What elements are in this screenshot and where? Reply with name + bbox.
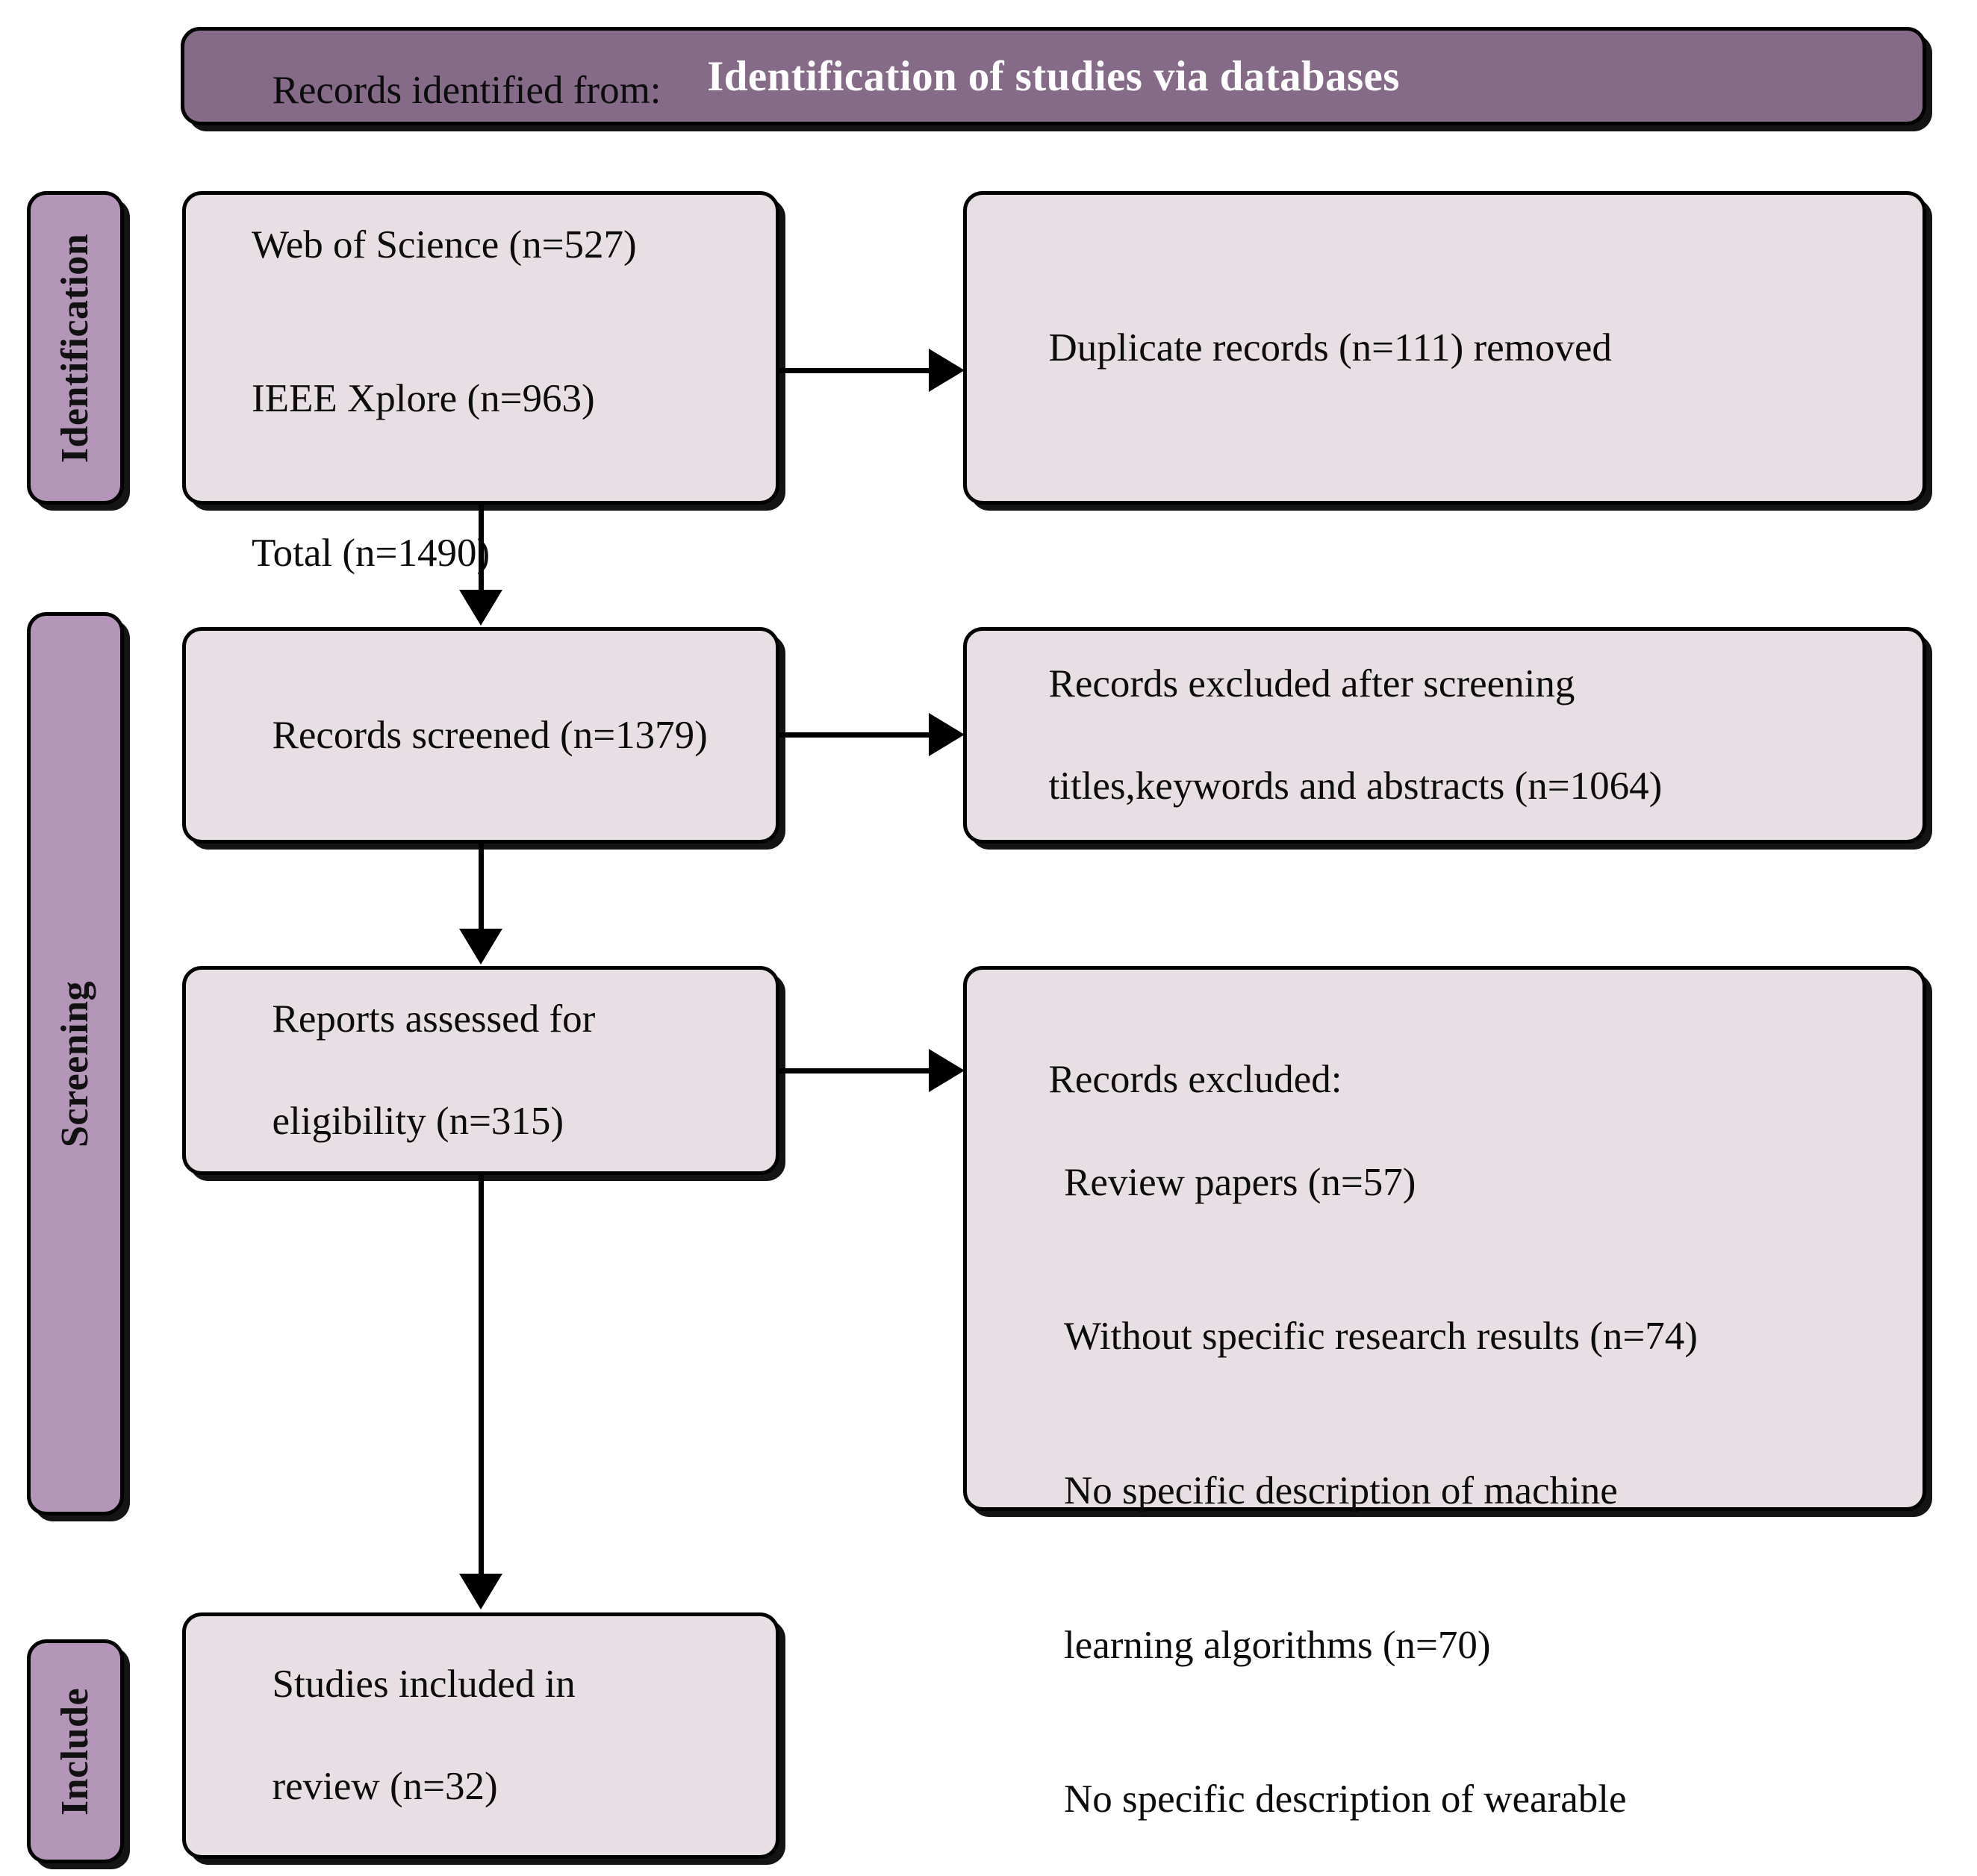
stage-bar-identification: Identification — [27, 191, 124, 505]
stage-bar-include: Include — [27, 1639, 124, 1863]
records-excluded-item-3a: No specific description of machine — [1064, 1469, 1618, 1513]
duplicates-removed-text: Duplicate records (n=111) removed — [967, 271, 1922, 426]
records-identified-line2: Web of Science (n=527) — [252, 222, 637, 267]
header-bar: Identification of studies via databases — [181, 27, 1926, 125]
box-records-excluded-detail: Records excluded: Review papers (n=57) W… — [963, 966, 1926, 1821]
reports-assessed-text: Reports assessed for eligibility (n=315) — [186, 942, 776, 1199]
reports-assessed-line2: eligibility (n=315) — [272, 1100, 564, 1144]
records-identified-line3: IEEE Xplore (n=963) — [252, 377, 595, 421]
records-excluded-item-4a: No specific description of wearable — [1064, 1777, 1627, 1822]
box-records-excluded-screening: Records excluded after screening titles,… — [963, 627, 1926, 844]
studies-included-text: Studies included in review (n=32) — [186, 1607, 776, 1864]
connector-screened-to-assessed — [479, 844, 484, 953]
box-duplicates-removed: Duplicate records (n=111) removed — [963, 191, 1926, 505]
arrowhead-identified-to-screened — [459, 590, 502, 626]
records-excluded-item-3b: learning algorithms (n=70) — [1064, 1623, 1491, 1667]
duplicates-removed-line: Duplicate records (n=111) removed — [1048, 325, 1612, 370]
reports-assessed-line1: Reports assessed for — [272, 997, 596, 1041]
records-excluded-screening-line1: Records excluded after screening — [1048, 661, 1575, 705]
connector-identified-to-screened — [479, 505, 484, 614]
box-reports-assessed: Reports assessed for eligibility (n=315) — [182, 966, 779, 1175]
box-studies-included: Studies included in review (n=32) — [182, 1612, 779, 1859]
records-excluded-item-1: Review papers (n=57) — [1064, 1160, 1416, 1204]
connector-screened-to-excluded — [779, 732, 929, 738]
stage-label-include: Include — [54, 1687, 97, 1816]
connector-identified-to-duplicates — [779, 368, 929, 373]
stage-label-screening: Screening — [54, 980, 97, 1147]
studies-included-line2: review (n=32) — [272, 1765, 498, 1809]
records-screened-text: Records screened (n=1379) — [186, 658, 776, 813]
records-excluded-item-2: Without specific research results (n=74) — [1064, 1315, 1698, 1359]
arrowhead-identified-to-duplicates — [929, 349, 965, 392]
records-excluded-screening-line2: titles,keywords and abstracts (n=1064) — [1048, 764, 1663, 808]
records-excluded-detail-text: Records excluded: Review papers (n=57) W… — [967, 970, 1922, 1876]
connector-assessed-to-included — [479, 1175, 484, 1598]
records-identified-text: Records identified from: Web of Science … — [186, 13, 776, 682]
arrowhead-assessed-to-included — [459, 1574, 502, 1609]
header-title: Identification of studies via databases — [707, 52, 1400, 100]
connector-assessed-to-excluded-detail — [779, 1068, 929, 1073]
box-records-identified: Records identified from: Web of Science … — [182, 69, 779, 575]
records-excluded-heading: Records excluded: — [1048, 1057, 1342, 1101]
records-excluded-screening-text: Records excluded after screening titles,… — [967, 607, 1922, 864]
records-identified-line1: Records identified from: — [272, 69, 661, 113]
records-screened-line: Records screened (n=1379) — [272, 713, 708, 757]
stage-label-identification: Identification — [54, 233, 97, 463]
records-identified-line4: Total (n=1490) — [252, 532, 491, 576]
arrowhead-assessed-to-excluded-detail — [929, 1049, 965, 1092]
box-records-screened: Records screened (n=1379) — [182, 627, 779, 844]
arrowhead-screened-to-assessed — [459, 929, 502, 965]
arrowhead-screened-to-excluded — [929, 713, 965, 756]
studies-included-line1: Studies included in — [272, 1662, 576, 1706]
stage-bar-screening: Screening — [27, 612, 124, 1515]
